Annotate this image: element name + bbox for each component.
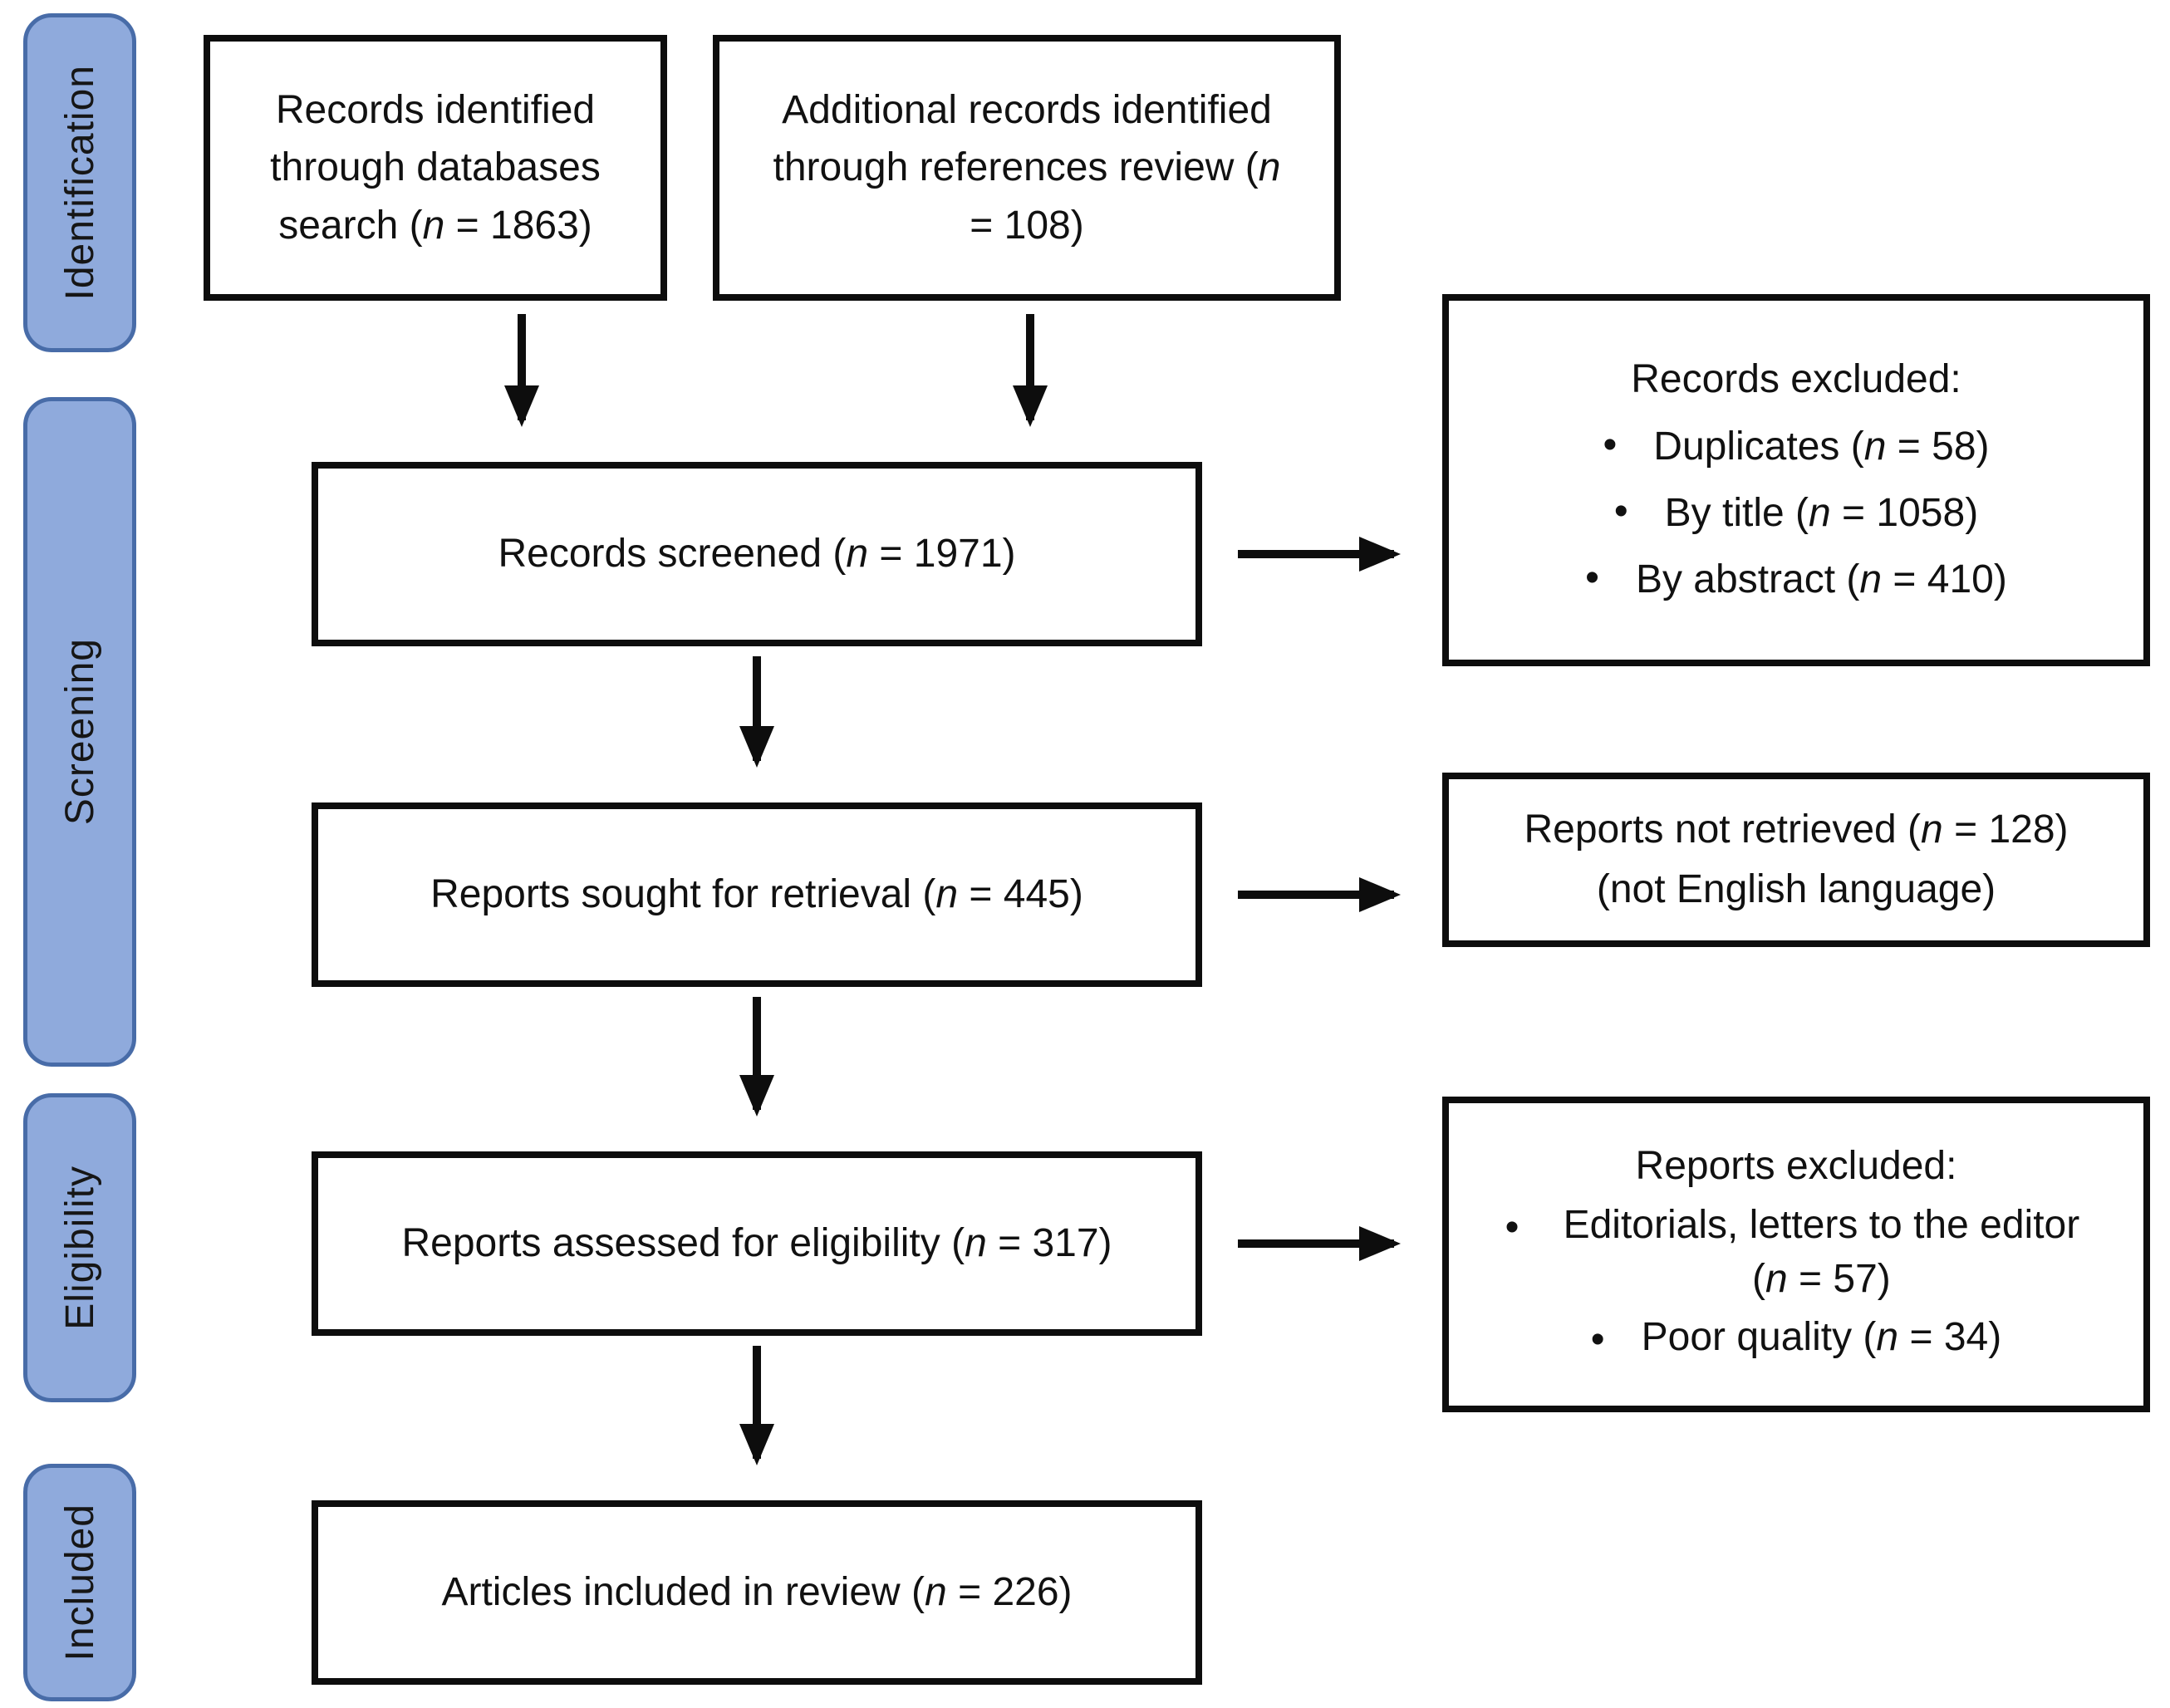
box-records-identified-databases-text: Records identified through databases sea…: [270, 87, 601, 248]
box-reports-not-retrieved: Reports not retrieved (n = 128) (not Eng…: [1442, 773, 2150, 947]
stage-included-label: Included: [57, 1504, 102, 1661]
bullet-icon: •: [1603, 422, 1618, 467]
reports-excluded-item-editorials: Editorials, letters to the editor (n = 5…: [1563, 1202, 2080, 1301]
bullet-icon: •: [1590, 1318, 1605, 1362]
box-records-screened-text: Records screened (n = 1971): [498, 532, 1016, 577]
list-item: • By abstract (n = 410): [1465, 549, 2127, 611]
box-additional-records-references-text: Additional records identified through re…: [773, 87, 1281, 248]
box-additional-records-references: Additional records identified through re…: [713, 35, 1341, 301]
list-item: • By title (n = 1058): [1465, 483, 2127, 544]
records-excluded-item-title: By title (n = 1058): [1664, 491, 1979, 535]
box-records-screened: Records screened (n = 1971): [312, 462, 1202, 646]
bullet-icon: •: [1585, 556, 1599, 601]
box-reports-assessed: Reports assessed for eligibility (n = 31…: [312, 1151, 1202, 1336]
reports-not-retrieved-line2: (not English language): [1596, 867, 1996, 911]
box-records-excluded: Records excluded: • Duplicates (n = 58) …: [1442, 294, 2150, 666]
box-articles-included-text: Articles included in review (n = 226): [441, 1570, 1073, 1615]
stage-eligibility: Eligibility: [23, 1093, 136, 1402]
stage-included: Included: [23, 1464, 136, 1701]
records-excluded-title: Records excluded:: [1631, 357, 1961, 402]
box-records-identified-databases: Records identified through databases sea…: [204, 35, 667, 301]
stage-screening-label: Screening: [57, 638, 102, 826]
box-reports-assessed-text: Reports assessed for eligibility (n = 31…: [401, 1221, 1112, 1266]
bullet-icon: •: [1505, 1205, 1519, 1249]
records-excluded-item-duplicates: Duplicates (n = 58): [1653, 424, 1990, 469]
box-reports-sought: Reports sought for retrieval (n = 445): [312, 802, 1202, 987]
box-reports-excluded: Reports excluded: • Editorials, letters …: [1442, 1097, 2150, 1412]
records-excluded-item-abstract: By abstract (n = 410): [1635, 557, 2007, 602]
stage-screening: Screening: [23, 397, 136, 1067]
box-reports-sought-text: Reports sought for retrieval (n = 445): [430, 872, 1083, 917]
list-item: • Editorials, letters to the editor (n =…: [1465, 1199, 2127, 1307]
box-articles-included: Articles included in review (n = 226): [312, 1500, 1202, 1685]
bullet-icon: •: [1613, 489, 1628, 533]
reports-not-retrieved-line1: Reports not retrieved (n = 128): [1524, 807, 2069, 852]
reports-excluded-title: Reports excluded:: [1635, 1144, 1957, 1188]
stage-eligibility-label: Eligibility: [57, 1166, 102, 1330]
stage-identification: Identification: [23, 13, 136, 352]
list-item: • Duplicates (n = 58): [1465, 416, 2127, 478]
list-item: • Poor quality (n = 34): [1465, 1311, 2127, 1369]
stage-identification-label: Identification: [57, 65, 102, 301]
reports-excluded-item-quality: Poor quality (n = 34): [1641, 1315, 2002, 1360]
